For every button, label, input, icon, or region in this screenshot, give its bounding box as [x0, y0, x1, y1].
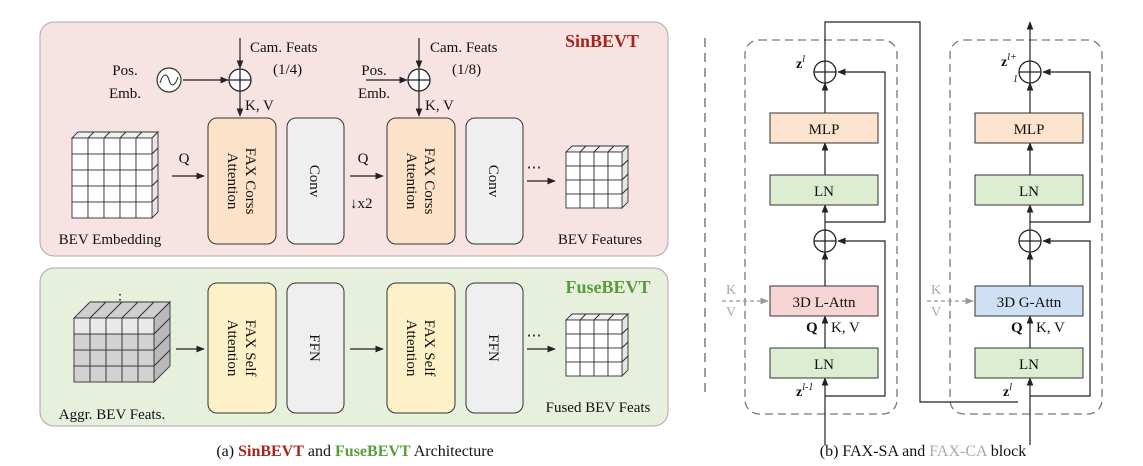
emb-label-1: Emb.: [109, 86, 141, 102]
fax-self-text-1a: FAX Self: [242, 320, 258, 377]
ffn-block-2: [465, 282, 524, 414]
fused-bev-feats-grid: [564, 312, 630, 378]
g-attn-block: [974, 285, 1084, 317]
v-label-b1: V: [726, 305, 736, 320]
z-input-label-1: zl-1: [796, 382, 813, 400]
kv-label-b2: K, V: [1036, 320, 1065, 336]
bev-embedding-grid: [70, 130, 160, 220]
bev-embedding-label: BEV Embedding: [59, 232, 162, 248]
fusebevt-title: FuseBEVT: [565, 277, 650, 297]
pos-label-2: Pos.: [361, 63, 386, 79]
mlp-text-1: MLP: [809, 122, 840, 138]
aggr-feats-label: Aggr. BEV Feats.: [59, 407, 165, 423]
cam-feats-label-1: Cam. Feats: [250, 40, 318, 56]
kv-label-2: K, V: [425, 98, 454, 114]
bev-features-label: BEV Features: [558, 232, 642, 248]
ln-text-2-top: LN: [1019, 184, 1039, 200]
fax-cross-text-1b: Attention: [224, 153, 240, 210]
bev-features-grid: [564, 144, 630, 210]
l-attn-text: 3D L-Attn: [793, 295, 856, 311]
fax-cross-text-1a: FAX Corss: [242, 148, 258, 215]
k-label-b1: K: [726, 283, 736, 298]
conv-block-1: [286, 117, 345, 245]
v-label-b2: V: [931, 305, 941, 320]
conv-block-2: [465, 117, 524, 245]
caption-b: (b) FAX-SA and FAX-CA block: [820, 443, 1027, 460]
ffn-text-1: FFN: [306, 334, 322, 362]
ln-block-1-top: [769, 174, 879, 206]
fax-self-text-1b: Attention: [224, 320, 240, 377]
fax-self-attention-block-1: [207, 282, 277, 414]
caption-a: (a) SinBEVT and FuseBEVT Architecture: [216, 443, 493, 460]
g-attn-text: 3D G-Attn: [997, 295, 1062, 311]
scale-label-1: (1/4): [273, 62, 302, 78]
fax-cross-attention-block-2: [386, 117, 456, 245]
fax-self-attention-block-2: [386, 282, 456, 414]
conv-text-2: Conv: [485, 165, 501, 198]
z-input-label-2: zl: [1003, 382, 1012, 400]
fax-cross-text-2b: Attention: [403, 153, 419, 210]
cam-feats-label-2: Cam. Feats: [430, 40, 498, 56]
ffn-text-2: FFN: [485, 334, 501, 362]
ln-text-2-bottom: LN: [1019, 357, 1039, 373]
aggregated-bev-feats-cube: [72, 300, 172, 384]
mlp-text-2: MLP: [1014, 122, 1045, 138]
downsample-label: ↓x2: [350, 196, 373, 212]
fax-cross-text-2a: FAX Corss: [421, 148, 437, 215]
ln-block-2-top: [974, 174, 1084, 206]
fax-cross-attention-block-1: [207, 117, 277, 245]
fax-self-text-2b: Attention: [403, 320, 419, 377]
ln-block-1-bottom: [769, 347, 879, 379]
fax-sa-block-outline: [744, 39, 898, 415]
l-attn-block: [769, 285, 879, 317]
scale-label-2: (1/8): [452, 62, 481, 78]
ffn-block-1: [286, 282, 345, 414]
ellipsis-1: ⋯: [527, 160, 542, 176]
emb-label-2: Emb.: [358, 86, 390, 102]
q-label-1: Q: [179, 151, 190, 167]
mlp-block-1: [769, 112, 879, 144]
pos-label-1: Pos.: [112, 63, 137, 79]
k-label-b2: K: [931, 283, 941, 298]
sinbevt-title: SinBEVT: [565, 31, 639, 51]
z-output-label-1: zl: [796, 54, 805, 72]
fused-feats-label: Fused BEV Feats: [546, 400, 651, 416]
ln-text-1-bottom: LN: [814, 357, 834, 373]
z-output-label-2: zl+: [1001, 52, 1017, 70]
mlp-block-2: [974, 112, 1084, 144]
ln-block-2-bottom: [974, 347, 1084, 379]
conv-text-1: Conv: [306, 165, 322, 198]
q-label-2: Q: [358, 151, 369, 167]
kv-label-1: K, V: [245, 98, 274, 114]
z-output-sub-2: 1: [1013, 74, 1018, 85]
fax-ca-block-outline: [949, 39, 1103, 415]
q-bold-1: Q: [806, 320, 818, 336]
ln-text-1-top: LN: [814, 184, 834, 200]
ellipsis-2: ⋯: [527, 328, 542, 344]
kv-label-b1: K, V: [831, 320, 860, 336]
fax-self-text-2a: FAX Self: [421, 320, 437, 377]
q-bold-2: Q: [1011, 320, 1023, 336]
